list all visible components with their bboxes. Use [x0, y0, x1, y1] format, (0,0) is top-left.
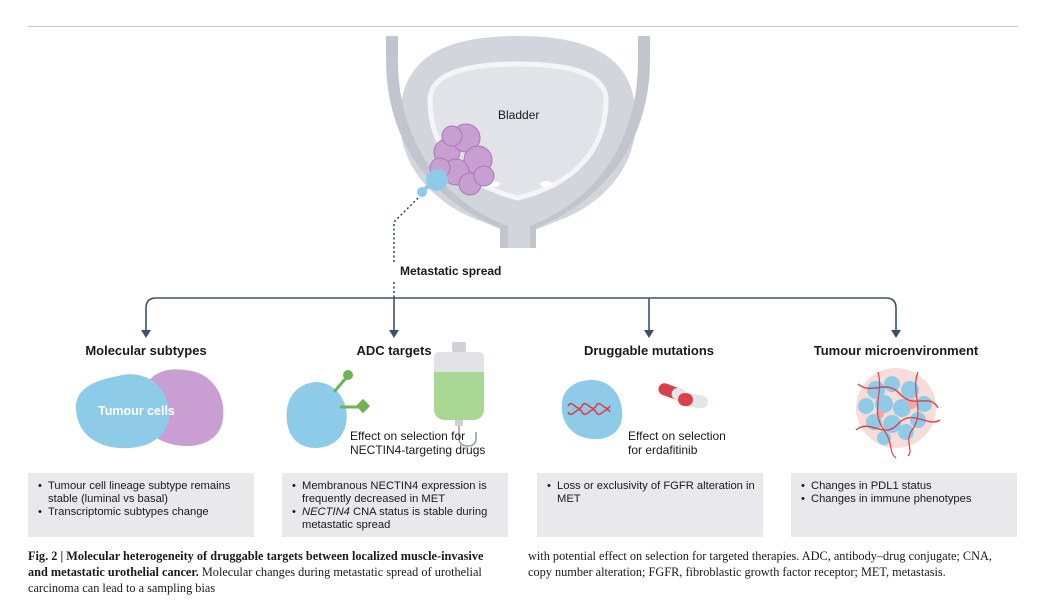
- nectin4-gene-italic: NECTIN4: [302, 506, 350, 518]
- tumour-cells-illustration: [75, 369, 224, 449]
- adc-effect-line1: Effect on selection for: [350, 429, 466, 443]
- panel-box-molecular-subtypes: Tumour cell lineage subtype remains stab…: [28, 473, 254, 537]
- figure-caption-right: with potential effect on selection for t…: [528, 549, 992, 579]
- bladder-illustration: [386, 36, 650, 248]
- adc-effect-line2: NECTIN4-targeting drugs: [350, 443, 486, 457]
- microenvironment-illustration: [855, 368, 941, 459]
- bullet-item: Tumour cell lineage subtype remains stab…: [38, 480, 246, 506]
- panel-box-druggable-mutations: Loss or exclusivity of FGFR alteration i…: [537, 473, 763, 537]
- branch-arrows: [145, 297, 897, 332]
- bullet-item: Transcriptomic subtypes change: [38, 506, 246, 519]
- bullet-rest: CNA status is stable during metastatic s…: [302, 506, 488, 531]
- panel-title-molecular-subtypes: Molecular subtypes: [85, 343, 207, 358]
- panel-box-adc-targets: Membranous NECTIN4 expression is frequen…: [282, 473, 508, 537]
- bullet-item: Changes in immune phenotypes: [801, 493, 1009, 506]
- top-rule: [28, 26, 1018, 27]
- caption-bold: Molecular heterogeneity of druggable tar…: [28, 549, 484, 579]
- arrow-heads: [141, 330, 901, 338]
- metastatic-spread-label: Metastatic spread: [400, 264, 502, 278]
- primary-tumour: [417, 123, 495, 197]
- adc-illustration: [286, 342, 484, 448]
- panel-title-tumour-microenvironment: Tumour microenvironment: [813, 343, 979, 358]
- caption-label: Fig. 2 |: [28, 549, 67, 563]
- caption-left-rest: Molecular changes during metastatic spre…: [28, 565, 482, 595]
- figure-caption-left: Fig. 2 | Molecular heterogeneity of drug…: [28, 548, 498, 596]
- bullet-item: Loss or exclusivity of FGFR alteration i…: [547, 480, 755, 506]
- adc-effect-text: Effect on selection for NECTIN4-targetin…: [350, 429, 485, 457]
- bullet-item: NECTIN4 CNA status is stable during meta…: [292, 506, 500, 532]
- mutation-effect-line1: Effect on selection: [628, 429, 726, 443]
- spread-path: [393, 197, 419, 262]
- mutation-illustration: [561, 380, 708, 440]
- tumour-cells-label: Tumour cells: [98, 404, 175, 418]
- bullet-item: Membranous NECTIN4 expression is frequen…: [292, 480, 500, 506]
- mutation-effect-line2: for erdafitinib: [628, 443, 698, 457]
- panel-title-druggable-mutations: Druggable mutations: [583, 343, 714, 358]
- panel-title-adc-targets: ADC targets: [356, 343, 432, 358]
- mutation-effect-text: Effect on selection for erdafitinib: [628, 429, 726, 457]
- bladder-label: Bladder: [498, 108, 540, 122]
- bullet-item: Changes in PDL1 status: [801, 480, 1009, 493]
- panel-box-tumour-microenvironment: Changes in PDL1 status Changes in immune…: [791, 473, 1017, 537]
